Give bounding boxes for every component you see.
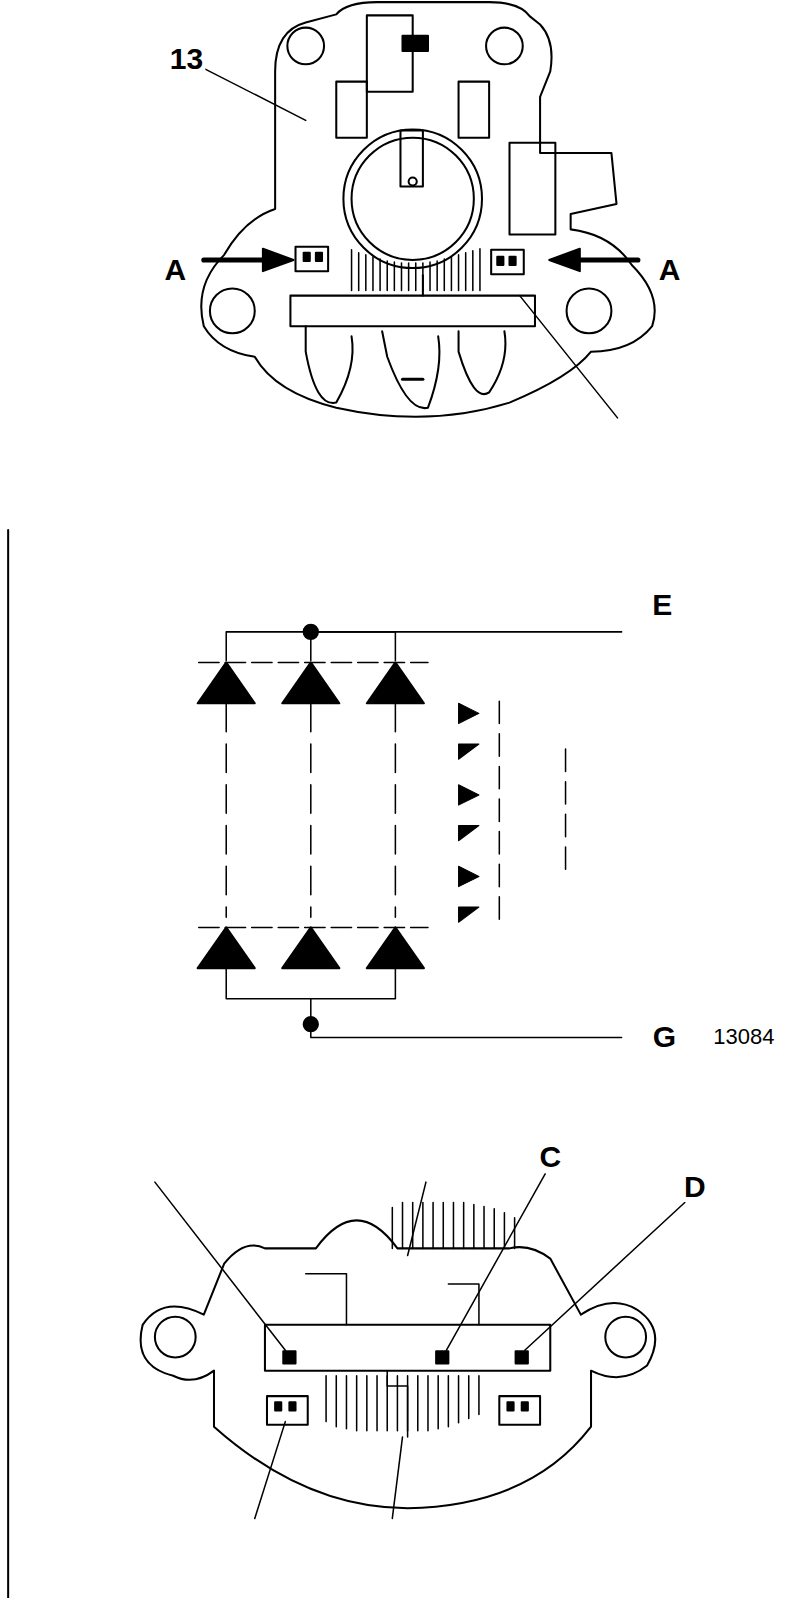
callout-letter: A [162, 255, 188, 285]
callout-letter: G [651, 1022, 678, 1052]
callout-letter: E [650, 590, 674, 620]
callout-letter: C [537, 1142, 563, 1172]
callout-letter: 13 [168, 44, 205, 74]
rectifier-plate [141, 1174, 804, 1598]
rectifier-schematic [8, 530, 621, 1598]
callout-letter: A [657, 255, 683, 285]
figure-number: 13084 [711, 1026, 776, 1048]
alternator-rear-view [201, 2, 654, 418]
callout-letter: D [682, 1172, 708, 1202]
